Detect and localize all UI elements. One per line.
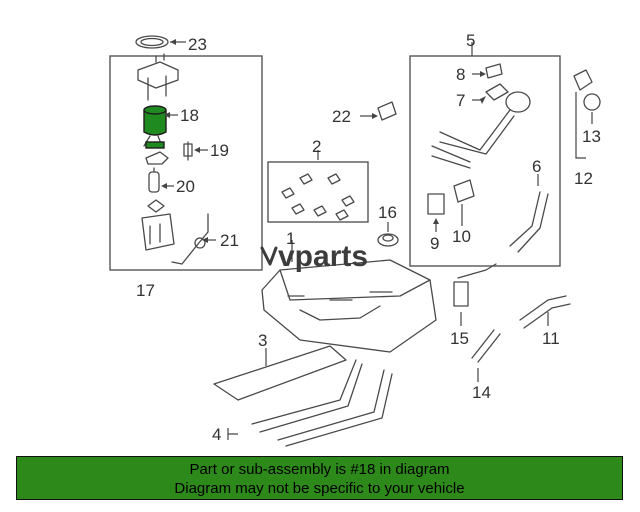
- callout-16: 16: [378, 203, 397, 222]
- parts-diagram: 23 18 19 20 21 17 2 1 16 22 5 8 7 6 9 10…: [109, 31, 601, 447]
- part-22-bracket[interactable]: [377, 101, 397, 121]
- callout-3: 3: [258, 331, 267, 350]
- watermark-text: vparts: [278, 240, 368, 273]
- callout-14: 14: [472, 383, 491, 402]
- part-6-hose[interactable]: [509, 191, 549, 253]
- part-1-fuel-tank[interactable]: [261, 259, 437, 353]
- callout-6: 6: [532, 157, 541, 176]
- part-11-hose[interactable]: [519, 295, 571, 329]
- assembly-box-5: [409, 55, 561, 267]
- part-4-straps[interactable]: [251, 359, 393, 447]
- part-17-cap: [147, 199, 165, 213]
- callout-17: 17: [136, 281, 155, 300]
- callout-23: 23: [188, 35, 207, 54]
- part-13-gasket[interactable]: [583, 93, 601, 111]
- part-17-pump-top[interactable]: [137, 53, 179, 101]
- callout-7: 7: [456, 91, 465, 110]
- callout-18: 18: [180, 106, 199, 125]
- part-20-pump[interactable]: [148, 167, 160, 193]
- part-23-ring[interactable]: [135, 35, 169, 49]
- part-17-reservoir[interactable]: [141, 213, 175, 251]
- callout-9: 9: [430, 234, 439, 253]
- part-5-filler-neck[interactable]: [431, 91, 531, 169]
- part-19-fitting[interactable]: [183, 141, 193, 161]
- part-12-cap[interactable]: [573, 69, 593, 91]
- part-2-gaskets[interactable]: [281, 173, 355, 221]
- callout-22: 22: [332, 107, 351, 126]
- banner-line-1: Part or sub-assembly is #18 in diagram: [189, 461, 450, 478]
- callout-13: 13: [582, 127, 601, 146]
- part-17-bracket: [145, 151, 169, 165]
- callout-11: 11: [542, 329, 560, 348]
- callout-10: 10: [452, 227, 471, 246]
- part-9-valve[interactable]: [427, 193, 445, 215]
- callout-15: 15: [450, 329, 469, 348]
- callout-19: 19: [210, 141, 229, 160]
- part-18-filter[interactable]: [143, 105, 167, 149]
- callout-12: 12: [574, 169, 593, 188]
- part-8-bracket[interactable]: [485, 63, 503, 79]
- watermark-logo: vparts: [260, 240, 368, 273]
- callout-1: 1: [286, 229, 295, 248]
- info-banner: Part or sub-assembly is #18 in diagram D…: [16, 456, 623, 500]
- part-14-hose[interactable]: [471, 329, 501, 363]
- part-3-shield[interactable]: [213, 345, 347, 401]
- part-21-sender[interactable]: [171, 213, 209, 265]
- part-7-cap[interactable]: [485, 83, 509, 101]
- callout-5: 5: [466, 31, 475, 50]
- part-15-pump[interactable]: [453, 263, 497, 307]
- callout-20: 20: [176, 177, 195, 196]
- assembly-box-17: [109, 55, 263, 271]
- callout-21: 21: [220, 231, 239, 250]
- part-10-bracket[interactable]: [453, 179, 475, 203]
- banner-line-2: Diagram may not be specific to your vehi…: [174, 480, 465, 497]
- gasket-box-2: [267, 161, 369, 223]
- callout-8: 8: [456, 65, 465, 84]
- callout-2: 2: [312, 137, 321, 156]
- callout-4: 4: [212, 425, 221, 444]
- part-16-cap[interactable]: [377, 233, 399, 247]
